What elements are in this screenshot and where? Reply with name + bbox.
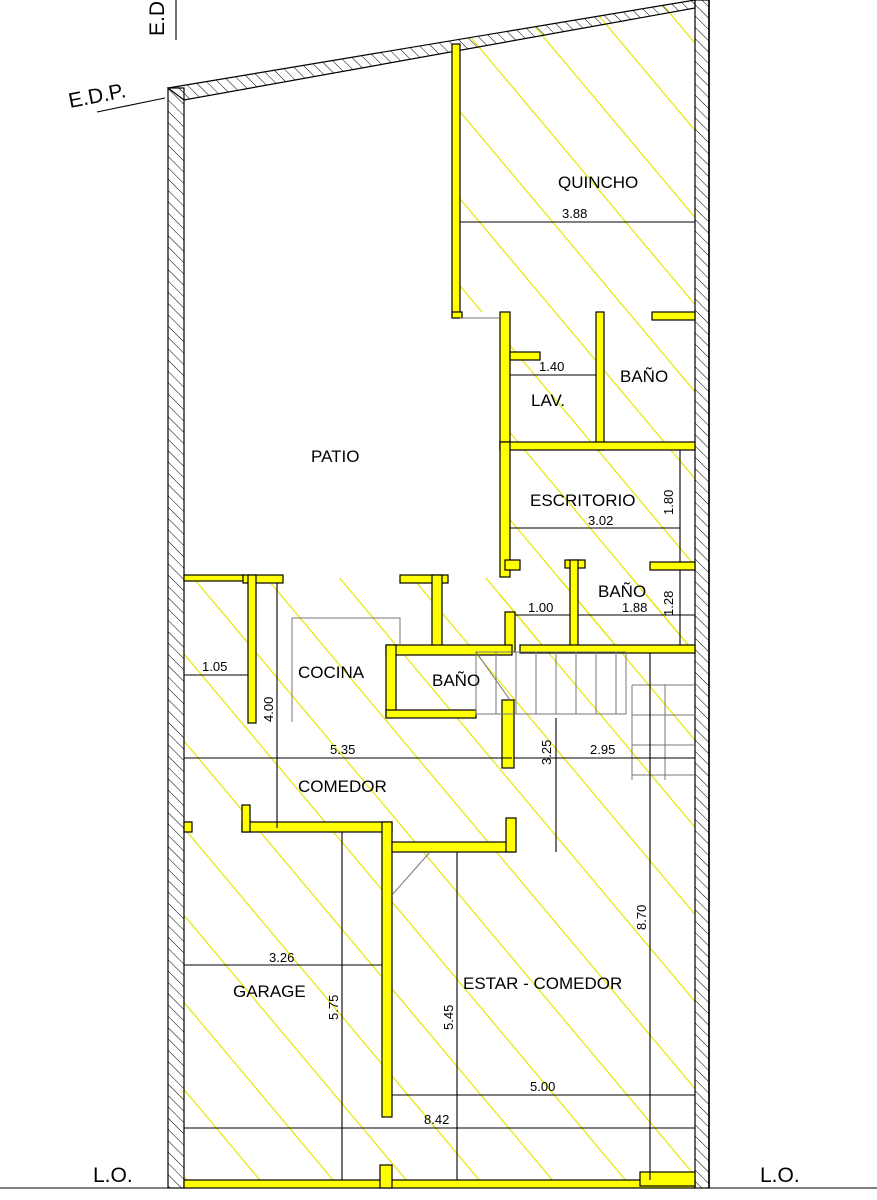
lo-left-marker: L.O. bbox=[93, 1164, 133, 1187]
interior-walls bbox=[183, 43, 696, 1189]
built-area-hatch bbox=[184, 0, 695, 1185]
room-label-bano-top: BAÑO bbox=[620, 367, 668, 386]
dim-cocina-depth: 4.00 bbox=[261, 697, 276, 722]
dim-garage-depth: 5.75 bbox=[326, 995, 341, 1020]
dim-estar-width: 5.00 bbox=[530, 1079, 555, 1094]
dim-estar-depth: 5.45 bbox=[441, 1005, 456, 1030]
room-label-garage: GARAGE bbox=[233, 982, 306, 1001]
dim-escritorio-depth: 1.80 bbox=[661, 490, 676, 515]
room-label-lav: LAV. bbox=[531, 391, 565, 410]
dim-bano-mid-depth: 1.28 bbox=[661, 591, 676, 616]
dim-comedor-width: 5.35 bbox=[330, 742, 355, 757]
room-label-cocina: COCINA bbox=[298, 663, 365, 682]
ed-top-marker: E.D bbox=[146, 1, 169, 36]
room-label-comedor: COMEDOR bbox=[298, 777, 387, 796]
dim-garage-width: 3.26 bbox=[269, 950, 294, 965]
dim-total-width: 8.42 bbox=[424, 1112, 449, 1127]
dimension-values: 3.88 1.40 3.02 1.80 1.00 1.88 1.28 1.05 … bbox=[202, 206, 676, 1127]
room-label-escritorio: ESCRITORIO bbox=[530, 491, 635, 510]
dim-stair-width: 2.95 bbox=[590, 742, 615, 757]
dim-bano-mid-b: 1.88 bbox=[622, 600, 647, 615]
dim-lav-width: 1.40 bbox=[539, 359, 564, 374]
dim-quincho-width: 3.88 bbox=[562, 206, 587, 221]
lo-right-marker: L.O. bbox=[760, 1164, 800, 1187]
dim-escritorio-width: 3.02 bbox=[588, 513, 613, 528]
dim-total-depth: 8.70 bbox=[634, 905, 649, 930]
room-label-bano-mid: BAÑO bbox=[598, 582, 646, 601]
dim-cocina-offset: 1.05 bbox=[202, 659, 227, 674]
room-label-bano-small: BAÑO bbox=[432, 671, 480, 690]
room-label-patio: PATIO bbox=[311, 447, 360, 466]
dim-bano-mid-a: 1.00 bbox=[528, 600, 553, 615]
room-label-quincho: QUINCHO bbox=[558, 173, 638, 192]
dim-stair-depth: 3.25 bbox=[539, 740, 554, 765]
construction-lines bbox=[291, 317, 695, 896]
room-label-estar-comedor: ESTAR - COMEDOR bbox=[463, 974, 622, 993]
room-labels: QUINCHO BAÑO LAV. PATIO ESCRITORIO BAÑO … bbox=[233, 173, 668, 1001]
